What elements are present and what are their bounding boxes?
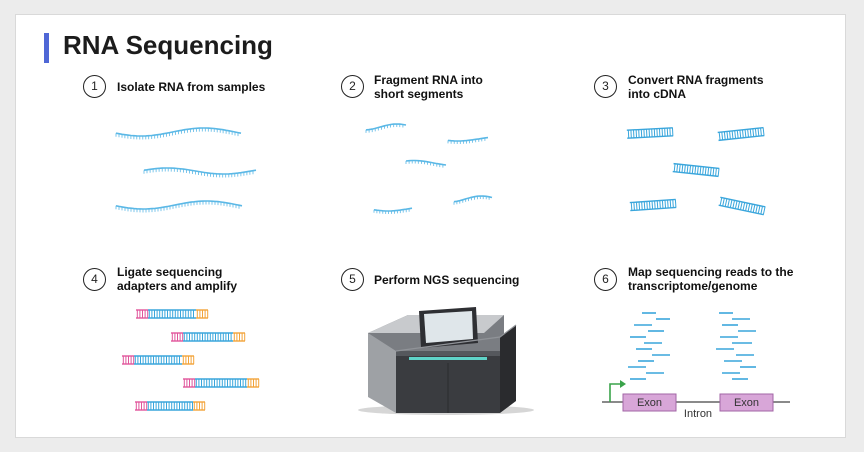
exon-box-1 — [622, 393, 677, 412]
exon-box-2 — [719, 393, 774, 412]
ngs-sequencer-icon — [358, 307, 534, 415]
cdna-fragment — [629, 198, 677, 212]
rna-strand — [115, 200, 243, 213]
figure-card: RNA Sequencing 1 Isolate RNA from sample… — [15, 14, 846, 438]
step-2-number: 2 — [341, 75, 364, 98]
tss-arrow-icon — [609, 383, 622, 402]
rna-strand — [115, 127, 242, 140]
step-6-number: 6 — [594, 268, 617, 291]
step-3-label: Convert RNA fragments into cDNA — [628, 73, 764, 101]
step-1-label: Isolate RNA from samples — [117, 80, 266, 94]
adapter-ligated-fragment — [171, 332, 246, 342]
cdna-fragments — [626, 126, 766, 216]
rna-strand — [453, 195, 493, 205]
adapter-ligated-fragment — [122, 355, 195, 365]
adapter-ligated-fragment — [136, 309, 209, 319]
mapped-reads — [628, 312, 756, 380]
step-6-label: Map sequencing reads to the transcriptom… — [628, 265, 794, 293]
cdna-fragment — [718, 196, 766, 216]
exon-1-label: Exon — [637, 397, 662, 409]
rna-strand — [405, 159, 447, 168]
cdna-fragment — [672, 162, 720, 178]
rna-strand — [143, 167, 257, 178]
step-3-number: 3 — [594, 75, 617, 98]
page-title: RNA Sequencing — [63, 30, 273, 60]
rna-strand — [365, 123, 407, 133]
intron-label: Intron — [684, 408, 712, 420]
illustration-canvas: Exon Exon Intron — [115, 123, 790, 420]
genome-track: Exon Exon Intron — [602, 380, 790, 420]
step-1-number: 1 — [83, 75, 106, 98]
step-5-number: 5 — [341, 268, 364, 291]
cdna-fragment — [626, 127, 674, 139]
rna-strand — [373, 207, 413, 214]
rna-fragments — [365, 123, 493, 214]
exon-2-label: Exon — [734, 397, 759, 409]
rna-strand — [447, 136, 489, 144]
step-4-number: 4 — [83, 268, 106, 291]
cdna-fragment — [717, 126, 765, 142]
step-2-label: Fragment RNA into short segments — [374, 73, 483, 101]
step-5-label: Perform NGS sequencing — [374, 273, 520, 287]
adapter-ligated-fragment — [135, 401, 206, 411]
rna-strands-long — [115, 127, 257, 213]
step-4-label: Ligate sequencing adapters and amplify — [117, 265, 238, 293]
title-accent-bar — [44, 33, 49, 63]
adapter-ligated-fragment — [183, 378, 260, 388]
adapter-ligated-fragments — [122, 309, 260, 411]
